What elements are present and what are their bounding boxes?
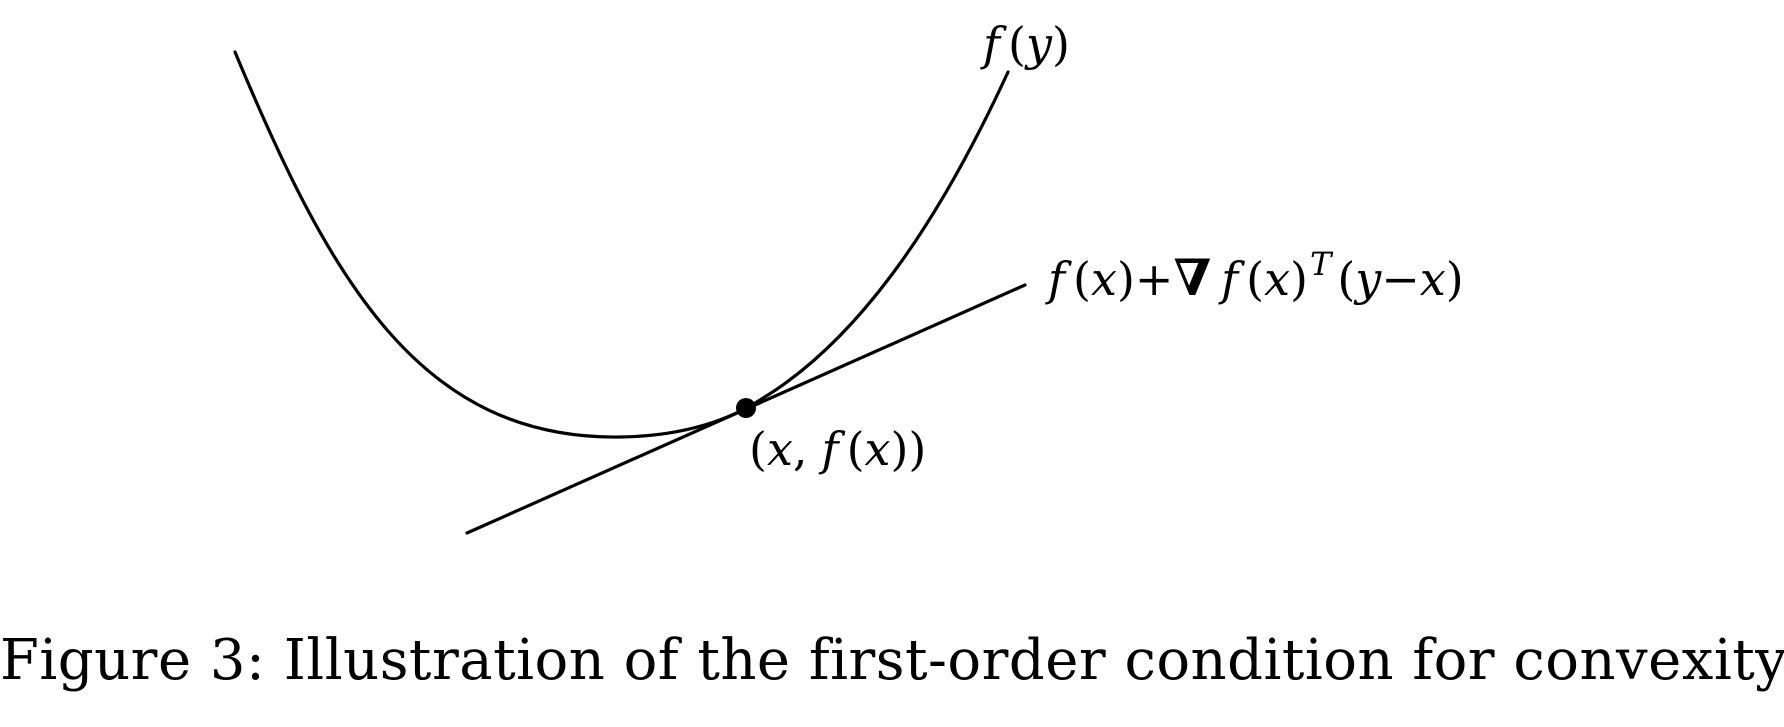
convexity-diagram: f(y) f(x)+∇f(x)T(y−x) (x,f(x)) — [233, 17, 1464, 535]
point-label: (x,f(x)) — [749, 422, 926, 476]
tangent-label: f(x)+∇f(x)T(y−x) — [1045, 245, 1464, 307]
figure-caption: Figure 3: Illustration of the first-orde… — [0, 628, 1784, 693]
curve-label: f(y) — [980, 17, 1070, 71]
convex-curve — [233, 50, 1010, 439]
tangent-point — [736, 398, 756, 418]
